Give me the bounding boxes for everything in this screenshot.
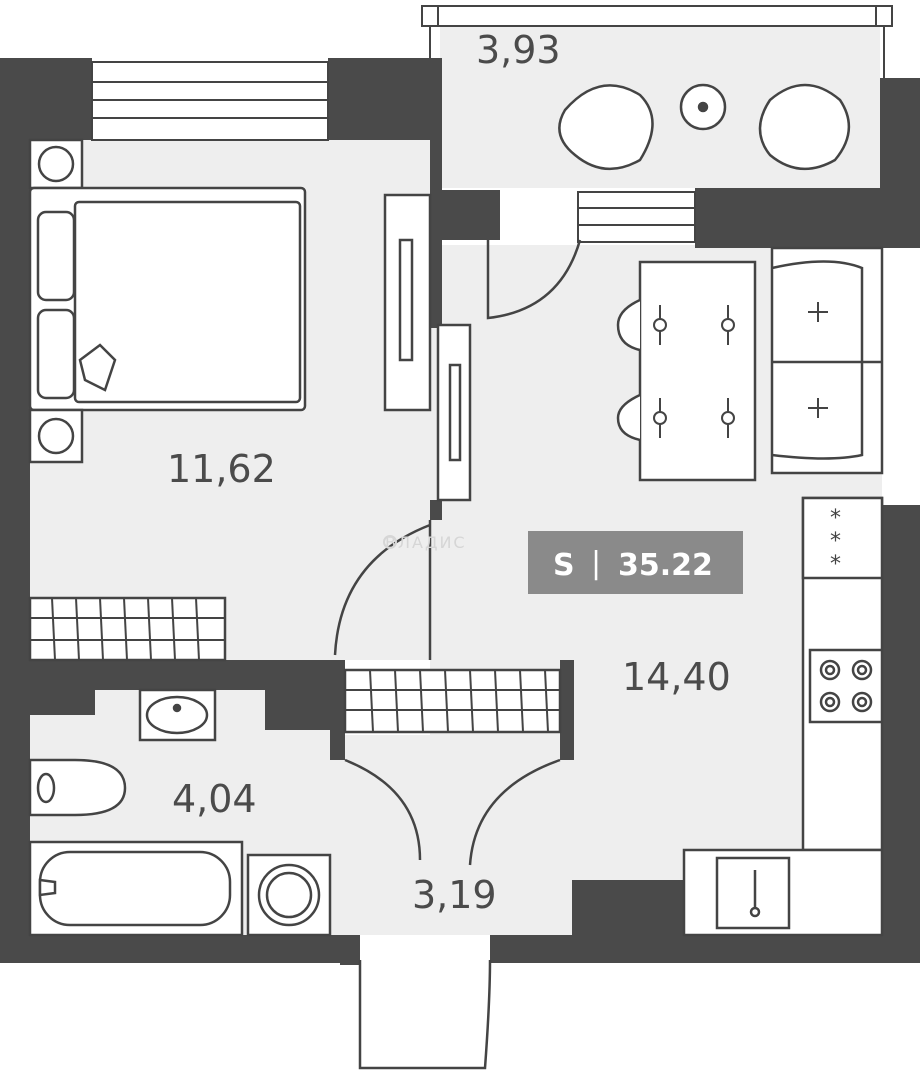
balcony-furniture [558, 83, 851, 171]
armchair-right [758, 83, 851, 171]
kitchen-furniture: * * * [616, 246, 884, 937]
bedroom-furniture [28, 138, 432, 662]
wall-bottom-left [0, 935, 358, 963]
wall-balcony-stub [442, 190, 500, 240]
door-kitchen [468, 758, 561, 866]
room-area-kitchen-living: 14,40 [622, 655, 731, 699]
windows [91, 5, 893, 243]
wall-hall-kitchen [560, 660, 574, 760]
wall-bedroom-right-lower [430, 500, 442, 520]
door-balcony [486, 239, 582, 320]
wall-right [882, 505, 920, 963]
hallway-floor [340, 735, 572, 935]
armchair-left [558, 84, 654, 171]
doors [333, 239, 582, 1070]
toilet [28, 758, 127, 817]
svg-text:*: * [830, 506, 841, 531]
pillow-2 [36, 308, 76, 400]
range-hood [801, 496, 884, 580]
wall-balcony-right [880, 78, 920, 248]
watermark: ВЛАДИС [385, 533, 467, 552]
badge-separator: | [591, 546, 601, 581]
room-area-balcony: 3,93 [476, 28, 561, 72]
badge-value: 35.22 [618, 548, 713, 583]
wall-bottom-right [490, 935, 920, 963]
room-area-bathroom: 4,04 [172, 777, 257, 821]
bathroom-fixtures [28, 688, 332, 937]
wall-bottom-right-block [572, 880, 684, 963]
kitchen-window [577, 191, 696, 243]
door-entrance [358, 959, 492, 1070]
wall-top-mid [328, 58, 430, 140]
wall-left [0, 58, 30, 963]
svg-text:*: * [830, 529, 841, 554]
balcony-rail [421, 5, 893, 27]
wall-bath-top-left [30, 660, 95, 715]
kitchen-sink [715, 856, 791, 930]
door-bedroom [333, 520, 432, 660]
sofa [770, 246, 884, 475]
hall-shelf [343, 668, 562, 734]
pillow-1 [36, 210, 76, 302]
dining-table [638, 260, 757, 482]
wall-bath-hall [330, 660, 345, 760]
cooktop [808, 648, 884, 724]
svg-text:*: * [830, 552, 841, 577]
wall-bedroom-right [430, 58, 442, 328]
badge-prefix: S [553, 548, 575, 583]
room-area-hallway: 3,19 [412, 873, 497, 917]
walls [0, 58, 920, 965]
room-area-bedroom: 11,62 [167, 447, 276, 491]
hood-marks: * * * [830, 506, 841, 577]
watermark-icon [383, 535, 397, 549]
total-area-badge: S | 35.22 [528, 531, 743, 594]
wall-top-left [0, 58, 92, 140]
wall-hall-bottom-stub [340, 935, 360, 965]
door-bathroom [344, 758, 422, 861]
